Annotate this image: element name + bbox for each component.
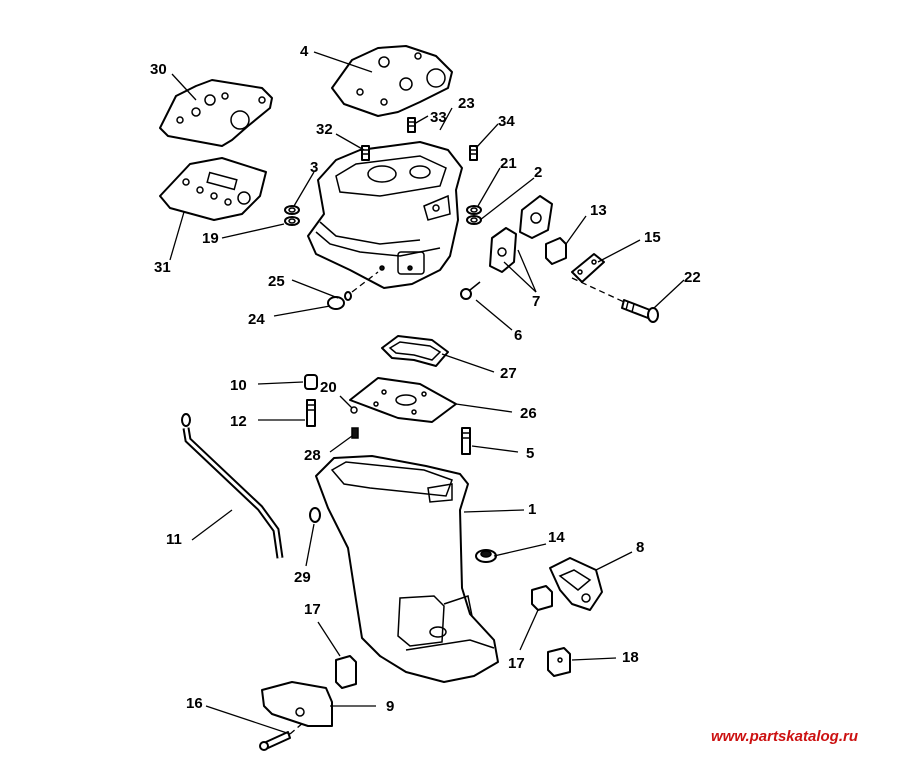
grommet-29 — [309, 507, 321, 523]
callout-11: 11 — [166, 531, 182, 548]
ring-20 — [350, 406, 358, 414]
sleeve-10 — [304, 374, 318, 390]
callout-3: 3 — [310, 159, 318, 176]
callout-9: 9 — [386, 698, 394, 715]
housing-1 — [315, 455, 499, 683]
stud-33 — [407, 117, 416, 133]
callout-18: 18 — [622, 649, 639, 666]
screw-6 — [460, 281, 481, 300]
block-17-right — [531, 585, 553, 611]
gasket-30 — [159, 79, 273, 147]
callout-15: 15 — [644, 229, 661, 246]
callout-26: 26 — [520, 405, 537, 422]
callout-25: 25 — [268, 273, 285, 290]
mount-8 — [549, 557, 603, 611]
bolt-16 — [259, 731, 291, 751]
plug-24 — [327, 296, 345, 310]
callout-13: 13 — [590, 202, 607, 219]
callout-31: 31 — [154, 259, 171, 276]
callout-16: 16 — [186, 695, 203, 712]
callout-8: 8 — [636, 539, 644, 556]
washer-3 — [284, 205, 300, 215]
stud-32 — [361, 145, 370, 161]
callout-24: 24 — [248, 311, 265, 328]
axis-24 — [351, 271, 379, 293]
callout-21: 21 — [500, 155, 517, 172]
bolt-22 — [621, 299, 659, 323]
nut-19 — [284, 216, 300, 226]
callout-2: 2 — [534, 164, 542, 181]
callout-7: 7 — [532, 293, 540, 310]
callout-5: 5 — [526, 445, 534, 462]
plate-15 — [571, 253, 605, 283]
stud-5 — [461, 427, 471, 455]
stud-12 — [306, 399, 316, 427]
callout-17-left: 17 — [304, 601, 321, 618]
bracket-7 — [489, 195, 553, 273]
callout-29: 29 — [294, 569, 311, 586]
callout-10: 10 — [230, 377, 247, 394]
callout-28: 28 — [304, 447, 321, 464]
nut-2 — [466, 215, 482, 225]
screw-28 — [351, 427, 359, 439]
plug-14 — [475, 549, 497, 563]
callout-19: 19 — [202, 230, 219, 247]
axis-16 — [289, 721, 305, 735]
washer-21 — [466, 205, 482, 215]
callout-14: 14 — [548, 529, 565, 546]
housing-23 — [307, 141, 463, 289]
callout-20: 20 — [320, 379, 337, 396]
gasket-4 — [331, 45, 453, 117]
callout-30: 30 — [150, 61, 167, 78]
callout-34: 34 — [498, 113, 515, 130]
callout-1: 1 — [528, 501, 536, 518]
callout-17-right: 17 — [508, 655, 525, 672]
callout-4: 4 — [300, 43, 309, 60]
leader-lines — [169, 51, 685, 735]
block-13 — [545, 237, 567, 265]
callout-23: 23 — [458, 95, 475, 112]
callout-22: 22 — [684, 269, 701, 286]
plate-26 — [349, 377, 457, 423]
callout-12: 12 — [230, 413, 247, 430]
callout-6: 6 — [514, 327, 522, 344]
callout-27: 27 — [500, 365, 517, 382]
callout-labels: 30 4 23 33 32 34 3 21 2 13 15 19 31 22 2… — [150, 43, 701, 715]
block-17-left — [335, 655, 357, 689]
axis-22 — [571, 277, 625, 303]
o-ring-25 — [344, 291, 352, 301]
watermark-text: www.partskatalog.ru — [711, 728, 858, 745]
tube-11 — [181, 413, 284, 559]
plate-31 — [159, 157, 267, 221]
callout-33: 33 — [430, 109, 447, 126]
block-18 — [547, 647, 571, 677]
callout-32: 32 — [316, 121, 333, 138]
bracket-9 — [261, 681, 333, 727]
stud-34 — [469, 145, 478, 161]
gasket-27 — [381, 335, 449, 367]
